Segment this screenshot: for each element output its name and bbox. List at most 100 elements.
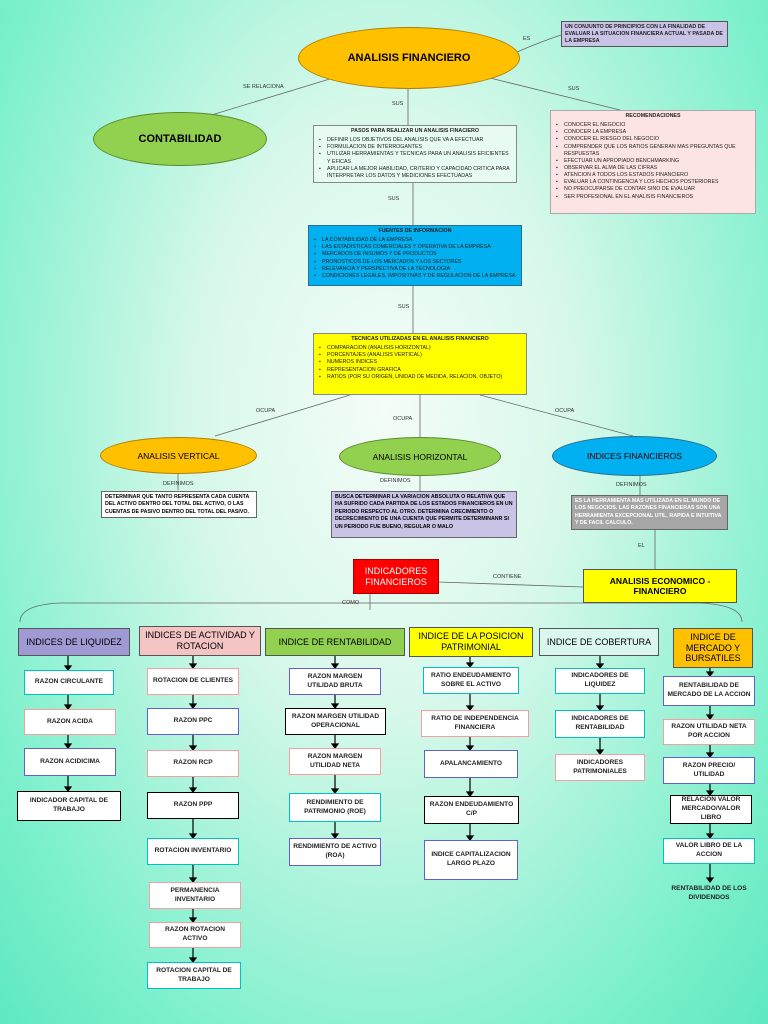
fuente-item: RELEVANCIA Y PERSPECTIVA DE LA TECNOLOGI… — [314, 266, 518, 273]
pasos-title: PASOS PARA REALIZAR UN ANALISIS FINACIER… — [350, 128, 479, 134]
indicator-item: RAZON PRECIO/ UTILIDAD — [663, 757, 755, 784]
pasos-item: FORMULACION DE INTERROGANTES — [319, 144, 513, 151]
contabilidad-oval: CONTABILIDAD — [93, 112, 267, 166]
category-liquidez: INDICES DE LIQUIDEZ — [18, 628, 130, 656]
recomendacion-item: CONOCER LA EMPRESA — [556, 129, 752, 136]
fuente-item: LAS ESTADISTICAS COMERCIALES Y OPERATIVA… — [314, 244, 518, 251]
tecnicas-box: TECNICAS UTILIZADAS EN EL ANALISIS FINAN… — [313, 333, 527, 395]
analisis-economico-box: ANALISIS ECONOMICO - FINANCIERO — [583, 569, 737, 603]
label-es: ES — [523, 36, 531, 42]
label-el: EL — [638, 543, 645, 549]
category-rentabilidad: INDICE DE RENTABILIDAD — [265, 628, 405, 656]
recomendaciones-box: RECOMENDACIONES CONOCER EL NEGOCIO CONOC… — [550, 110, 756, 214]
tecnica-item: REPRESENTACION GRAFICA — [319, 367, 523, 374]
recomendacion-item: CONOCER EL NEGOCIO — [556, 122, 752, 129]
fuente-item: PRONOSTICOS DE LOS MERCADOS Y LOS SECTOR… — [314, 259, 518, 266]
tecnica-item: NUMEROS INDICES — [319, 359, 523, 366]
indicator-item: INDICE CAPITALIZACION LARGO PLAZO — [424, 840, 518, 880]
indicator-item: PERMANENCIA INVENTARIO — [149, 882, 241, 909]
indicator-item: RAZON MARGEN UTILIDAD NETA — [289, 748, 381, 775]
analisis-horizontal-text: ANALISIS HORIZONTAL — [372, 451, 468, 462]
category-actividad: INDICES DE ACTIVIDAD Y ROTACION — [139, 626, 261, 656]
indices-financieros-oval: INDICES FINANCIEROS — [552, 436, 717, 476]
indices-financieros-text: INDICES FINANCIEROS — [587, 451, 682, 461]
pasos-item: UTILIZAR HERRAMIENTAS Y TECNICAS PARA UN… — [319, 151, 513, 165]
fuentes-title: FUENTES DE INFORMACION — [378, 228, 452, 234]
recomendacion-item: SER PROFESIONAL EN EL ANALISIS FINANCIER… — [556, 194, 752, 201]
indicator-item: RAZON UTILIDAD NETA POR ACCION — [663, 719, 755, 745]
fuente-item: CONDICIONES LEGALES, IMPOSITIVAS Y DE RE… — [314, 273, 518, 280]
tecnicas-title: TECNICAS UTILIZADAS EN EL ANALISIS FINAN… — [351, 336, 489, 342]
fuente-item: MERCADOS DE INSUMOS Y DE PRODUCTOS — [314, 251, 518, 258]
label-se-relaciona: SE RELACIONA — [243, 84, 284, 90]
indicator-item: INDICADORES DE LIQUIDEZ — [555, 668, 645, 694]
label-ocupa-3: OCUPA — [555, 408, 575, 414]
recomendacion-item: EFECTUAR UN APROPIADO BENCHMARKING — [556, 158, 752, 165]
indicator-item: RENDIMIENTO DE ACTIVO (ROA) — [289, 838, 381, 866]
fuente-item: LA CONTABILIDAD DE LA EMPRESA — [314, 237, 518, 244]
label-ocupa-2: OCUPA — [393, 416, 413, 422]
recomendacion-item: COMPRENDER QUE LOS RATIOS GENERAN MAS PR… — [556, 144, 752, 158]
indicator-item: INDICADORES DE RENTABILIDAD — [555, 710, 645, 738]
indicator-item: RENTABILIDAD DE LOS DIVIDENDOS — [671, 885, 747, 901]
label-sus-2: SUS — [568, 86, 580, 92]
horizontal-description: BUSCA DETERMINAR LA VARIACION ABSOLUTA O… — [331, 491, 517, 538]
indicator-item: RELACION VALOR MERCADO/VALOR LIBRO — [670, 795, 752, 824]
category-patrimonial: INDICE DE LA POSICION PATRIMONIAL — [409, 627, 533, 657]
recomendacion-item: EVALUAR LA CONTINGENCIA Y LOS HECHOS POS… — [556, 179, 752, 186]
pasos-item: APLICAR LA MEJOR HABILIDAD, CRITERIO Y C… — [319, 166, 513, 180]
label-contiene: CONTIENE — [493, 574, 522, 580]
label-sus-4: SUS — [398, 304, 410, 310]
label-sus-1: SUS — [392, 101, 404, 107]
category-mercado: INDICE DE MERCADO Y BURSATILES — [673, 628, 753, 668]
title-text: ANALISIS FINANCIERO — [347, 52, 471, 64]
indicator-item: RAZON PPC — [147, 708, 239, 735]
tecnica-item: COMPARACION (ANALISIS HORIZONTAL) — [319, 345, 523, 352]
indicator-item: RAZON CIRCULANTE — [24, 670, 114, 695]
indicator-item: RAZON ROTACION ACTIVO — [149, 922, 241, 948]
indicator-item: RENDIMIENTO DE PATRIMONIO (ROE) — [289, 793, 381, 822]
indicator-item: RAZON RCP — [147, 750, 239, 777]
indicator-item: RAZON PPP — [147, 792, 239, 819]
indicator-item: RATIO DE INDEPENDENCIA FINANCIERA — [421, 710, 529, 737]
vertical-description: DETERMINAR QUE TANTO REPRESENTA CADA CUE… — [101, 491, 257, 518]
indicator-item: RAZON ENDEUDAMIENTO C/P — [424, 796, 519, 824]
label-ocupa-1: OCUPA — [256, 408, 276, 414]
indicator-item: APALANCAMIENTO — [424, 750, 518, 778]
recomendacion-item: CONOCER EL RIESGO DEL NEGOCIO — [556, 136, 752, 143]
recomendacion-item: NO PREOCUPARSE DE CONTAR SINO DE EVALUAR — [556, 186, 752, 193]
recomendacion-item: OBSERVAR EL ALMA DE LAS CIFRAS — [556, 165, 752, 172]
indicator-item: RAZON MARGEN UTILIDAD BRUTA — [289, 668, 381, 695]
tecnica-item: PORCENTAJES (ANALISIS VERTICAL) — [319, 352, 523, 359]
indicator-item: VALOR LIBRO DE LA ACCION — [663, 838, 755, 864]
recomendacion-item: ATENCION A TODOS LOS ESTADOS FINANCIERO — [556, 172, 752, 179]
label-definimos-2: DEFINIMOS — [380, 478, 411, 484]
pasos-item: DEFINIR LOS OBJETIVOS DEL ANALISIS QUE V… — [319, 137, 513, 144]
definition-box: UN CONJUNTO DE PRINCIPIOS CON LA FINALID… — [561, 21, 728, 47]
title-oval: ANALISIS FINANCIERO — [298, 27, 520, 89]
analisis-vertical-text: ANALISIS VERTICAL — [137, 450, 220, 461]
indicator-item: RAZON ACIDA — [24, 709, 116, 735]
label-definimos-1: DEFINIMOS — [163, 481, 194, 487]
indicator-item: INDICADOR CAPITAL DE TRABAJO — [17, 791, 121, 821]
pasos-box: PASOS PARA REALIZAR UN ANALISIS FINACIER… — [313, 125, 517, 183]
indicator-item: RAZON MARGEN UTILIDAD OPERACIONAL — [285, 708, 386, 735]
indicadores-financieros-box: INDICADORES FINANCIEROS — [353, 559, 439, 594]
contabilidad-text: CONTABILIDAD — [138, 133, 222, 145]
category-cobertura: INDICE DE COBERTURA — [539, 628, 659, 656]
indicator-item: RENTABILIDAD DE MERCADO DE LA ACCION — [663, 676, 755, 706]
definition-text: UN CONJUNTO DE PRINCIPIOS CON LA FINALID… — [565, 24, 723, 45]
analisis-vertical-oval: ANALISIS VERTICAL — [100, 437, 257, 474]
analisis-horizontal-oval: ANALISIS HORIZONTAL — [339, 437, 501, 476]
tecnica-item: RATIOS (POR SU ORIGEN, UNIDAD DE MEDIDA,… — [319, 374, 523, 381]
indicator-item: RAZON ACIDICIMA — [24, 748, 116, 776]
indices-description: ES LA HERRAMIENTA MAS UTILIZADA EN EL MU… — [571, 495, 728, 530]
label-como: COMO — [342, 600, 360, 606]
indicator-item: ROTACION INVENTARIO — [147, 838, 239, 865]
fuentes-box: FUENTES DE INFORMACION LA CONTABILIDAD D… — [308, 225, 522, 286]
indicator-item: ROTACION DE CLIENTES — [147, 668, 239, 695]
indicator-item: INDICADORES PATRIMONIALES — [555, 754, 645, 781]
indicator-item: ROTACION CAPITAL DE TRABAJO — [147, 962, 241, 989]
label-definimos-3: DEFINIMOS — [616, 482, 647, 488]
